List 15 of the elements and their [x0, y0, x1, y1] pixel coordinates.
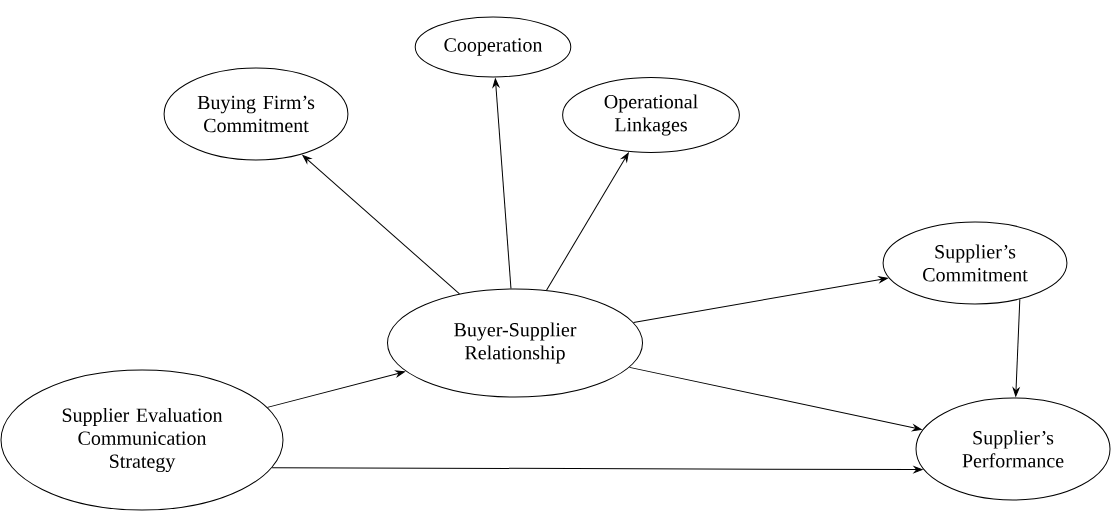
ellipse-node: Buying Firm’s Commitment: [163, 67, 349, 161]
arrow: [629, 366, 922, 432]
ellipse-node: Supplier’s Commitment: [882, 221, 1068, 305]
ellipse-node: Buyer-Supplier Relationship: [387, 288, 643, 398]
ellipse-node: Supplier’s Performance: [915, 397, 1111, 501]
arrow: [271, 466, 923, 473]
arrow: [302, 154, 460, 295]
ellipse-node: Cooperation: [414, 16, 572, 78]
arrow: [492, 78, 512, 290]
arrow: [633, 276, 888, 323]
arrow: [266, 370, 405, 408]
arrow: [1012, 298, 1021, 397]
ellipse-node: Supplier Evaluation Communication Strategy: [0, 369, 284, 511]
ellipse-node: Operational Linkages: [562, 77, 740, 153]
arrow: [546, 152, 629, 291]
